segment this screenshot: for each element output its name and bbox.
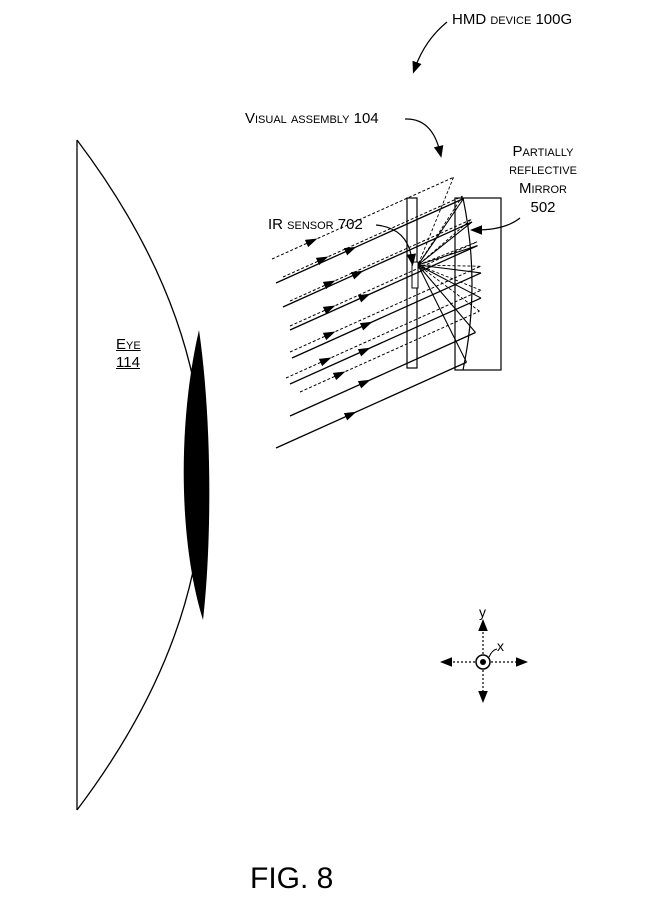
dashed-incident-ray (285, 289, 482, 379)
reflected-ray (417, 195, 463, 266)
reflected-ray (417, 221, 473, 266)
solid-incident-ray (289, 331, 476, 417)
solid-incident-ray (275, 361, 467, 449)
ray-arrow-icon (357, 379, 371, 389)
dashed-incident-ray (299, 310, 480, 393)
axis-y-label: y (479, 604, 486, 620)
mirror-label-1: Partially (512, 143, 574, 160)
reflected-ray (417, 198, 464, 266)
dashed-incident-ray (289, 241, 478, 327)
figure-caption: FIG. 8 (250, 862, 334, 895)
axis-x-label: x (497, 638, 504, 654)
ray-arrow-icon (332, 371, 346, 381)
reflected-ray (417, 264, 482, 299)
eye-number-label: 114 (116, 354, 140, 371)
ray-arrow-icon (318, 357, 332, 367)
reflected-ray (417, 241, 478, 266)
ray-arrow-icon (343, 411, 357, 421)
reflected-ray (417, 264, 476, 333)
eye-label: Eye (116, 336, 141, 353)
visual-assembly-label: Visual assembly 104 (245, 110, 379, 127)
mirror-leader-arrow (470, 217, 521, 235)
mirror-label-3: Mirror (519, 180, 567, 197)
dashed-incident-ray (271, 176, 454, 260)
ray-arrow-icon (322, 331, 336, 341)
ray-arrow-icon (350, 270, 364, 280)
ray-arrow-icon (357, 293, 371, 303)
ray-arrow-icon (322, 280, 336, 290)
solid-incident-ray (289, 297, 482, 385)
ray-arrow-icon (359, 321, 373, 331)
dashed-incident-ray (289, 219, 472, 302)
solid-incident-ray (282, 221, 473, 308)
ray-arrow-icon (322, 305, 336, 315)
ray-arrow-icon (343, 246, 357, 256)
solid-incident-ray (291, 272, 482, 359)
reflected-ray (417, 264, 481, 267)
ray-arrow-icon (315, 256, 329, 266)
ir-sensor-label: IR sensor 702 (268, 216, 363, 233)
hmd-leader-arrow (412, 21, 448, 74)
hmd-device-label: HMD device 100G (452, 11, 573, 28)
visual-assembly-leader-arrow (404, 118, 444, 158)
ray-arrow-icon (357, 347, 371, 357)
partially-reflective-mirror (462, 197, 473, 371)
reflected-ray (417, 177, 454, 266)
reflected-ray (417, 264, 467, 363)
ray-arrow-icon (304, 238, 318, 248)
dashed-incident-ray (282, 195, 463, 278)
mirror-label-2: reflective (509, 161, 577, 178)
eye-lens (183, 330, 210, 620)
reflected-ray (417, 219, 472, 266)
reflected-ray (417, 264, 482, 291)
solid-incident-ray (275, 198, 464, 284)
reflected-ray (417, 264, 482, 274)
mirror-label-4: 502 (530, 199, 556, 216)
light-rays (271, 176, 482, 449)
reflected-ray (417, 264, 480, 312)
sensor-leader-arrow (375, 224, 417, 266)
solid-incident-ray (289, 245, 478, 331)
mirror-box (454, 197, 502, 371)
dashed-incident-ray (289, 265, 481, 353)
